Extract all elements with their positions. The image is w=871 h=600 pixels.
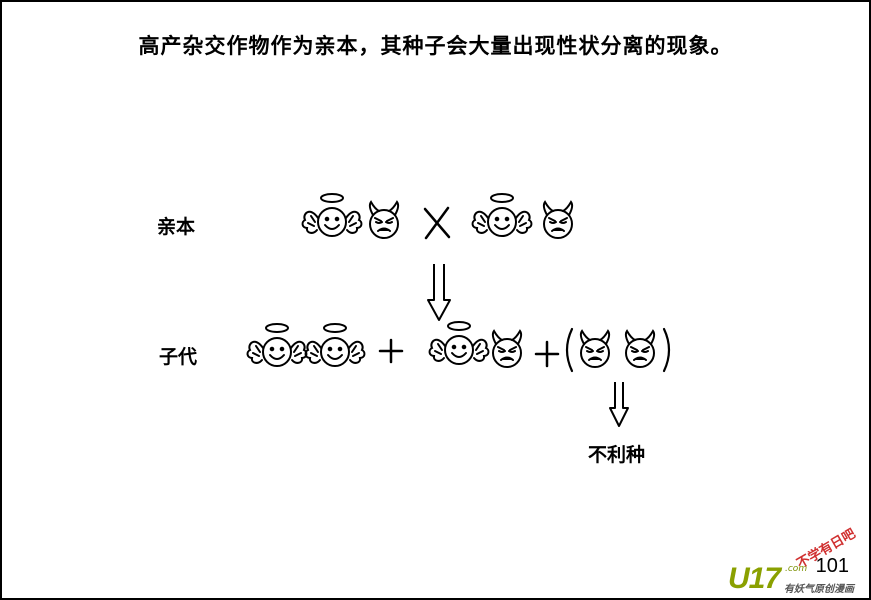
watermark-subtitle: 有妖气原创漫画 [784,584,854,595]
angel-icon [471,193,533,237]
page-title: 高产杂交作物作为亲本，其种子会大量出现性状分离的现象。 [138,34,733,58]
devil-icon [491,330,523,368]
devil-icon [368,201,400,239]
devil-icon [579,330,611,368]
page-number: 101 [815,555,849,577]
devil-icon [624,330,656,368]
angel-icon [301,193,363,237]
angel-icon [428,321,490,365]
cross-icon [423,206,451,240]
angel-icon [246,323,308,367]
down-arrow-icon [427,264,451,321]
label-offspring: 子代 [159,346,198,368]
bracket-icon [565,327,671,373]
plus-icon [378,338,404,364]
angel-icon [304,323,366,367]
label-unfavorable: 不利种 [588,444,646,466]
down-arrow-icon [609,382,629,427]
watermark-logo: U17 [728,562,781,595]
label-parent: 亲本 [157,216,196,238]
plus-icon [534,340,560,368]
watermark-domain: .com [785,564,808,574]
devil-icon [542,201,574,239]
